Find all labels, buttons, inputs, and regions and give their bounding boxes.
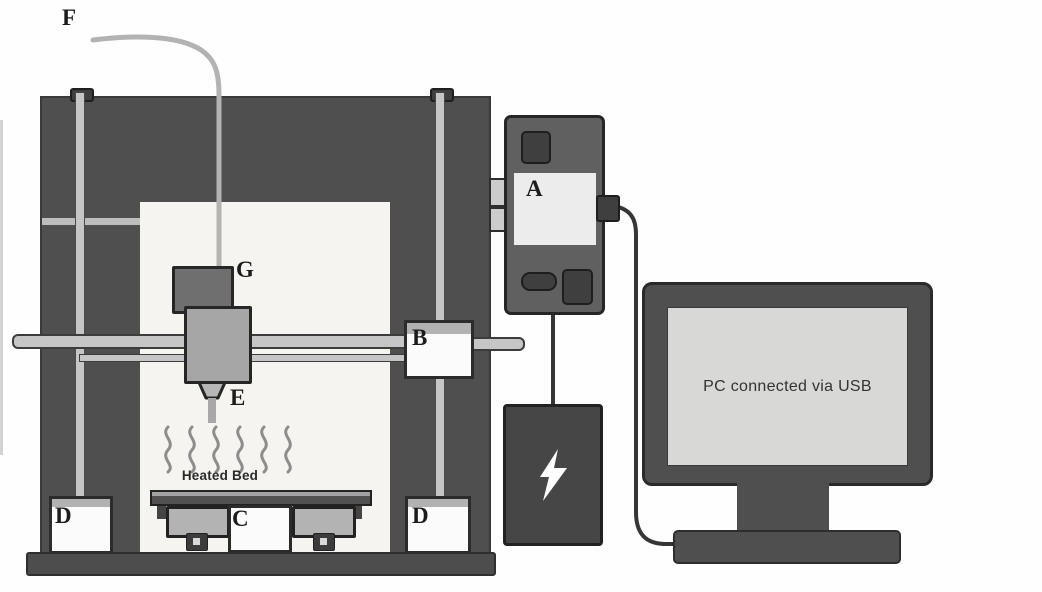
- heat-waves-icon: [164, 425, 292, 474]
- controller-port-pill: [521, 272, 557, 291]
- label-filament-f: F: [62, 5, 77, 30]
- label-motor-c: C: [232, 506, 249, 531]
- label-motor-d-right: D: [412, 503, 429, 528]
- bed-foot-right: [313, 533, 335, 551]
- controller-port-square: [562, 269, 593, 305]
- filament-tube: [90, 34, 222, 271]
- controller-usb-connector: [596, 195, 620, 222]
- page-edge-artifact: [0, 120, 3, 455]
- motor-box-c: [228, 505, 292, 553]
- label-motor-d-left: D: [55, 503, 72, 528]
- frame-cross-strip: [42, 218, 140, 225]
- usb-cable: [612, 204, 680, 546]
- controller-port-top: [521, 131, 551, 164]
- print-head-carriage: [184, 306, 252, 384]
- heated-bed-label: Heated Bed: [181, 468, 259, 483]
- label-controller-a: A: [526, 176, 543, 201]
- lightning-bolt-icon: [540, 449, 567, 501]
- nozzle-tip: [208, 398, 216, 423]
- heated-bed-plate: [150, 490, 372, 506]
- label-motor-b: B: [412, 325, 428, 350]
- controller-board: [504, 115, 605, 315]
- monitor-screen: PC connected via USB: [667, 307, 908, 466]
- bed-foot-left: [186, 533, 208, 551]
- label-nozzle-e: E: [230, 385, 246, 410]
- monitor-screen-text: PC connected via USB: [703, 377, 872, 395]
- controller-label-panel: [514, 173, 596, 245]
- monitor-neck: [737, 480, 829, 532]
- power-supply: [503, 404, 603, 546]
- motor-box-b: [404, 320, 474, 379]
- label-extruder-g: G: [236, 257, 254, 282]
- printer-base: [26, 552, 496, 576]
- bed-leg-left: [157, 506, 166, 519]
- monitor-base: [673, 530, 901, 564]
- bed-leg-right: [353, 506, 362, 519]
- x-rod-right-stub: [468, 337, 525, 351]
